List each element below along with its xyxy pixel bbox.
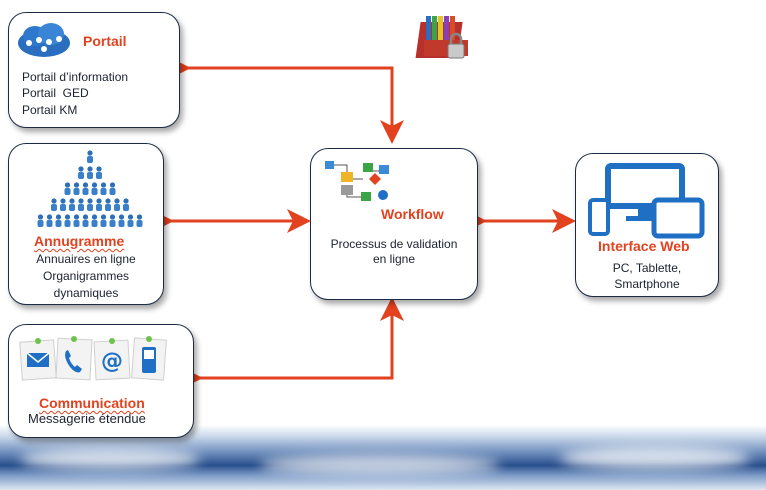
arrow-portail-workflow — [167, 56, 404, 144]
org-chart-icon — [35, 150, 145, 228]
annugramme-box: Annugramme Annuaires en ligne Organigram… — [8, 143, 164, 305]
annugramme-title: Annugramme — [34, 233, 125, 249]
svg-text:@: @ — [101, 349, 123, 374]
portail-line: Portail GED — [22, 86, 89, 100]
workflow-line: en ligne — [372, 252, 416, 266]
cloud-shape — [260, 455, 500, 475]
workflow-line: Processus de validation — [311, 237, 477, 252]
contact-sticky-notes-icon: @ — [19, 331, 169, 389]
locked-binders-icon — [415, 12, 476, 64]
portail-box: Portail Portail d’information Portail GE… — [8, 12, 180, 128]
workflow-line-text: Processus de validation — [330, 237, 458, 251]
arrow-communication-workflow — [179, 297, 404, 390]
cloud-shape — [560, 446, 750, 470]
cloud-network-icon — [15, 21, 73, 61]
communication-title: Communication — [39, 395, 145, 411]
portail-title: Portail — [83, 33, 127, 49]
annugramme-line: dynamiques — [53, 286, 119, 300]
workflow-diagram-icon — [323, 157, 393, 205]
annugramme-line: Annuaires en ligne — [36, 252, 136, 266]
workflow-box: Workflow Processus de validation en lign… — [310, 148, 478, 300]
interface-web-box: Interface Web PC, Tablette, Smartphone — [575, 153, 719, 297]
communication-box: @ Communication Messagerie étendue — [8, 324, 194, 438]
interface-web-line: Smartphone — [614, 277, 680, 291]
portail-line: Portail d’information — [22, 70, 129, 84]
devices-icon — [588, 163, 706, 240]
portail-line: Portail KM — [22, 103, 78, 117]
interface-web-line: PC, Tablette, — [612, 261, 682, 275]
interface-web-title: Interface Web — [598, 238, 690, 254]
workflow-title: Workflow — [381, 206, 444, 222]
annugramme-line: Organigrammes — [42, 269, 130, 283]
cloud-shape — [20, 448, 200, 470]
communication-line: Messagerie étendue — [28, 411, 146, 426]
